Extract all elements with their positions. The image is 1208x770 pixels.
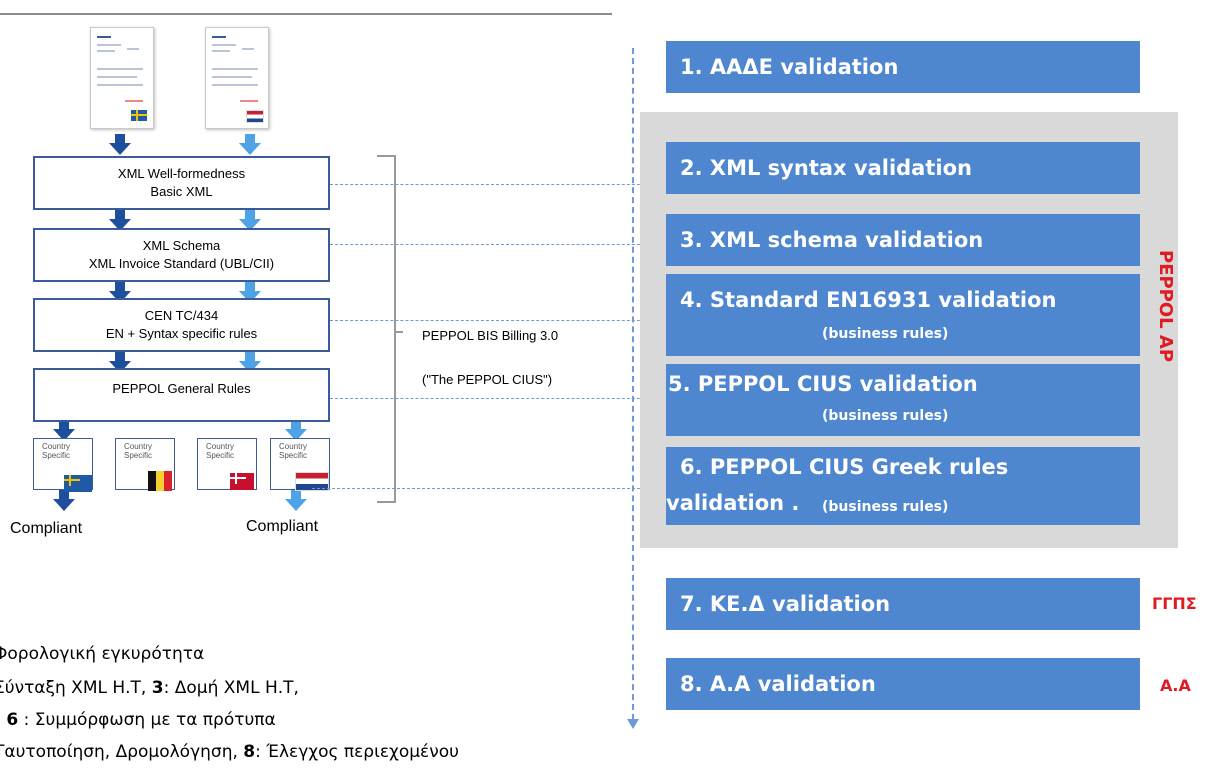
country-label: Country — [279, 442, 308, 451]
flow-box-line: PEPPOL General Rules — [112, 381, 251, 396]
country-label: Country — [206, 442, 235, 451]
validation-step-sublabel: (business rules) — [822, 499, 949, 515]
validation-step-label: 3. XML schema validation — [680, 228, 984, 252]
down-arrow-icon — [52, 420, 76, 444]
flow-box-xml-schema: XML Schema XML Invoice Standard (UBL/CII… — [33, 228, 330, 282]
legend-line-2: Σύνταξη XML Η.Τ, 3: Δομή XML Η.Τ, — [0, 678, 299, 698]
bracket-label-cius: ("The PEPPOL CIUS") — [422, 372, 553, 387]
country-label: Specific — [206, 451, 235, 460]
validation-step-4: 4. Standard EN16931 validation (business… — [666, 274, 1140, 356]
validation-step-label: 5. PEPPOL CIUS validation — [668, 372, 978, 396]
flow-box-line: XML Well-formedness — [117, 166, 246, 181]
legend-text: Σύνταξη XML Η.Τ, — [0, 678, 152, 698]
validation-step-6: 6. PEPPOL CIUS Greek rules validation . … — [666, 447, 1140, 525]
connector-line — [330, 320, 665, 321]
legend-line-4: Ταυτοποίηση, Δρομολόγηση, 8: Έλεγχος περ… — [0, 742, 459, 762]
ggps-label: ΓΓΠΣ — [1152, 594, 1197, 613]
denmark-flag-icon — [230, 473, 254, 490]
validation-step-5: 5. PEPPOL CIUS validation (business rule… — [666, 364, 1140, 436]
down-arrow-icon — [238, 282, 262, 306]
down-arrow-icon — [108, 282, 132, 306]
validation-step-7: 7. ΚΕ.Δ validation — [666, 578, 1140, 630]
legend-text: : Έλεγχος περιεχομένου — [255, 742, 459, 762]
legend-line-1: Φορολογική εγκυρότητα — [0, 644, 205, 664]
country-specific-box-belgium: Country Specific — [115, 438, 175, 491]
aa-label: Α.Α — [1160, 676, 1191, 695]
flow-box-cen-tc434: CEN TC/434 EN + Syntax specific rules — [33, 298, 330, 352]
sweden-flag-icon — [131, 110, 147, 121]
flow-box-well-formedness: XML Well-formedness Basic XML — [33, 156, 330, 210]
netherlands-flag-icon — [295, 472, 329, 491]
timeline-arrow-icon — [627, 719, 639, 729]
flow-box-line: CEN TC/434 — [144, 308, 219, 323]
flow-box-peppol-general-rules: PEPPOL General Rules — [33, 368, 330, 422]
validation-step-3: 3. XML schema validation — [666, 214, 1140, 266]
invoice-document-dutch — [205, 27, 269, 129]
compliant-label-right: Compliant — [246, 518, 319, 535]
country-label: Country — [124, 442, 153, 451]
connector-line — [312, 488, 665, 489]
validation-step-8: 8. Α.Α validation — [666, 658, 1140, 710]
validation-step-label: 2. XML syntax validation — [680, 156, 972, 180]
validation-step-sublabel: (business rules) — [822, 408, 949, 424]
country-specific-box-sweden: Country Specific — [33, 438, 93, 492]
validation-step-1: 1. ΑΑΔΕ validation — [666, 41, 1140, 93]
legend-number: 3 — [151, 678, 164, 698]
legend-line-3: , 6 : Συμμόρφωση με τα πρότυπα — [0, 710, 276, 730]
legend-number: 8 — [243, 742, 256, 762]
down-arrow-icon — [52, 490, 76, 514]
connector-line — [330, 244, 665, 245]
validation-step-label: 8. Α.Α validation — [680, 672, 876, 696]
belgium-flag-icon — [148, 471, 172, 491]
connector-line — [330, 184, 665, 185]
down-arrow-icon — [238, 134, 262, 158]
connector-line — [330, 398, 665, 399]
invoice-document-swedish — [90, 27, 154, 129]
validation-step-sublabel: (business rules) — [822, 326, 949, 342]
flow-box-line: XML Invoice Standard (UBL/CII) — [88, 256, 275, 271]
flow-box-line: XML Schema — [142, 238, 221, 253]
top-divider — [0, 13, 612, 15]
process-timeline — [632, 48, 634, 720]
validation-step-2: 2. XML syntax validation — [666, 142, 1140, 194]
sweden-flag-icon — [64, 475, 92, 492]
bracket-label-bis: PEPPOL BIS Billing 3.0 — [422, 328, 559, 343]
netherlands-flag-icon — [246, 110, 264, 123]
down-arrow-icon — [284, 490, 308, 514]
flow-box-line: Basic XML — [150, 184, 213, 199]
validation-step-label: 4. Standard EN16931 validation — [680, 288, 1057, 312]
country-label: Country — [42, 442, 71, 451]
down-arrow-icon — [284, 420, 308, 444]
country-label: Specific — [124, 451, 153, 460]
down-arrow-icon — [238, 210, 262, 234]
validation-step-label: 1. ΑΑΔΕ validation — [680, 55, 899, 79]
validation-step-label: 6. PEPPOL CIUS Greek rules — [680, 455, 1009, 479]
country-label: Specific — [279, 451, 308, 460]
legend-text: : Δομή XML Η.Τ, — [163, 678, 299, 698]
flow-box-line: EN + Syntax specific rules — [105, 326, 258, 341]
country-specific-box-denmark: Country Specific — [197, 438, 257, 490]
legend-number: , 6 — [0, 710, 19, 730]
legend-text: Ταυτοποίηση, Δρομολόγηση, — [0, 742, 244, 762]
peppol-ap-label: PEPPOL AP — [1155, 250, 1176, 362]
legend-text: : Συμμόρφωση με τα πρότυπα — [18, 710, 276, 730]
compliant-label-left: Compliant — [10, 520, 83, 537]
peppol-bis-bracket — [377, 155, 403, 503]
down-arrow-icon — [108, 352, 132, 376]
down-arrow-icon — [238, 352, 262, 376]
validation-step-label: 7. ΚΕ.Δ validation — [680, 592, 891, 616]
country-label: Specific — [42, 451, 71, 460]
down-arrow-icon — [108, 210, 132, 234]
validation-step-label-cont: validation . — [666, 491, 800, 515]
down-arrow-icon — [108, 134, 132, 158]
country-specific-box-netherlands: Country Specific — [270, 438, 330, 491]
